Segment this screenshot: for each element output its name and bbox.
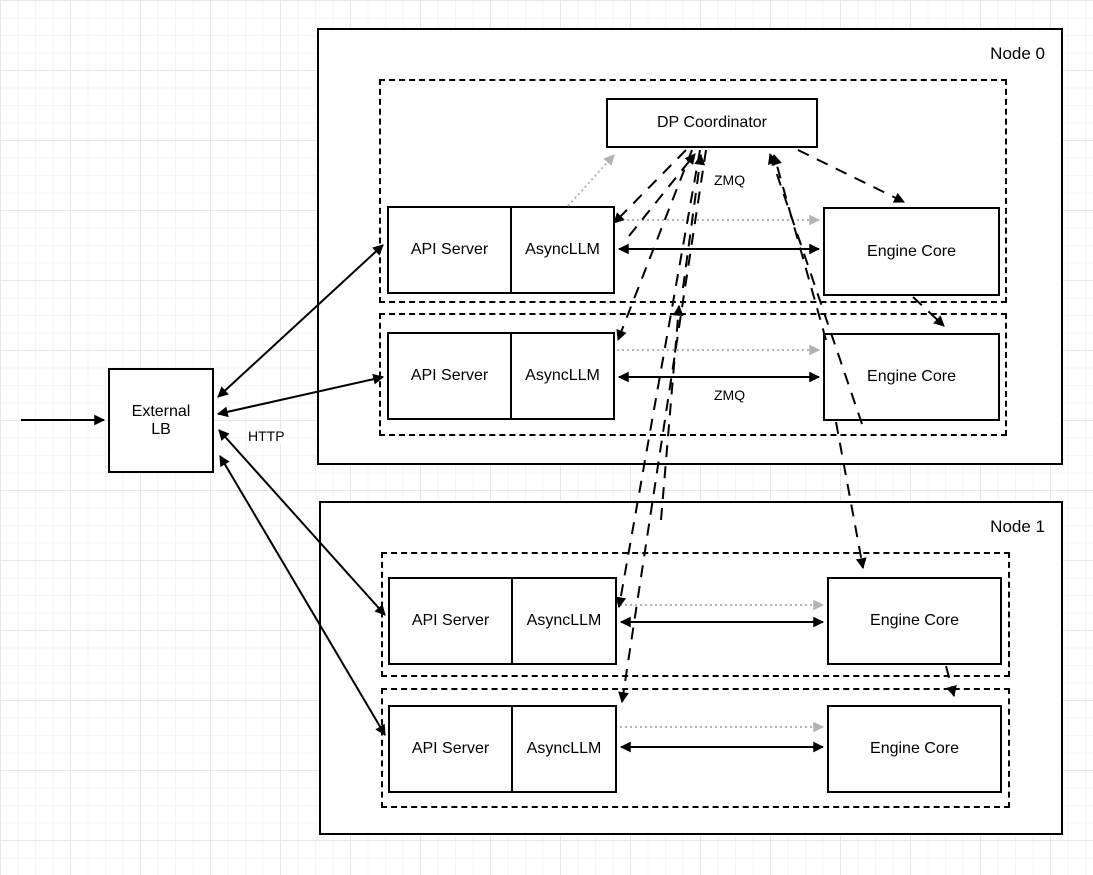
node0-rank1-api-server-label: API Server bbox=[389, 334, 512, 418]
node0-rank1-engine-core-label: Engine Core bbox=[867, 368, 956, 385]
dp-coordinator-label: DP Coordinator bbox=[657, 114, 767, 131]
node1-rank1-api-asyncllm-box: API Server AsyncLLM bbox=[388, 705, 617, 793]
node0-rank1-engine-core-box: Engine Core bbox=[823, 333, 1000, 421]
node1-rank0-api-asyncllm-box: API Server AsyncLLM bbox=[388, 577, 617, 665]
zmq-coordinator-edge-label: ZMQ bbox=[712, 172, 748, 189]
node1-rank0-api-server-label: API Server bbox=[390, 579, 513, 663]
node0-rank0-engine-core-label: Engine Core bbox=[867, 242, 956, 260]
node0-rank0-asyncllm-label: AsyncLLM bbox=[525, 241, 600, 258]
node1-rank1-engine-core-label: Engine Core bbox=[870, 740, 959, 757]
node0-label: Node 0 bbox=[990, 44, 1045, 63]
node1-rank1-engine-core-box: Engine Core bbox=[827, 705, 1002, 793]
node1-rank1-api-server-label: API Server bbox=[390, 707, 513, 791]
http-edge-label: HTTP bbox=[246, 428, 287, 445]
external-lb-label: External LB bbox=[131, 402, 191, 438]
dp-coordinator-box: DP Coordinator bbox=[606, 98, 818, 148]
node0-rank0-api-asyncllm-box: API Server AsyncLLM bbox=[387, 206, 615, 294]
node0-rank1-asyncllm-label: AsyncLLM bbox=[525, 367, 600, 384]
node0-rank1-api-asyncllm-box: API Server AsyncLLM bbox=[387, 332, 615, 420]
node1-rank0-asyncllm-label: AsyncLLM bbox=[526, 612, 602, 629]
node1-rank0-engine-core-label: Engine Core bbox=[870, 612, 959, 629]
node0-rank0-api-server-label: API Server bbox=[389, 208, 512, 292]
node1-rank1-asyncllm-label: AsyncLLM bbox=[526, 740, 602, 757]
external-lb-box: External LB bbox=[108, 368, 214, 473]
node1-label: Node 1 bbox=[990, 517, 1045, 536]
zmq-row-edge-label: ZMQ bbox=[712, 387, 748, 404]
node1-rank0-engine-core-box: Engine Core bbox=[827, 577, 1002, 665]
node0-rank0-engine-core-box: Engine Core bbox=[823, 207, 1000, 296]
